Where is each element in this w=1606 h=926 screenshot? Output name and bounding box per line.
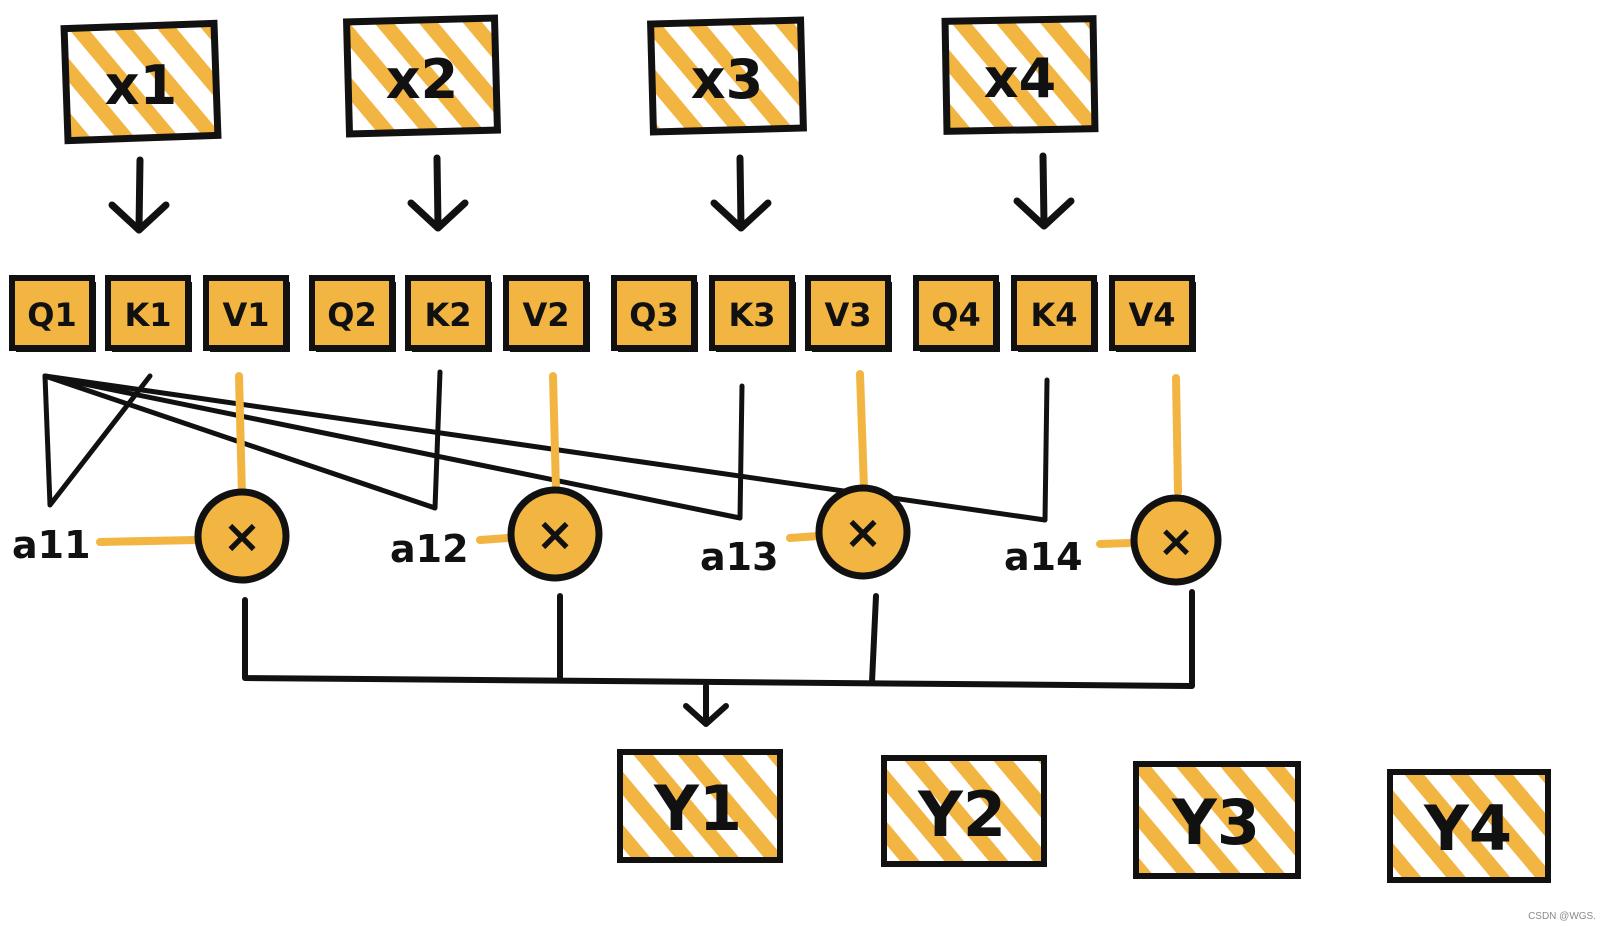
down-arrow-icon <box>108 156 170 234</box>
qkv-label: K4 <box>1030 296 1077 334</box>
attention-weight-a12: a12 <box>390 527 469 571</box>
qkv-label: V4 <box>1128 296 1175 334</box>
a14-line <box>1096 539 1134 548</box>
qkv-box-v3: V3 <box>805 275 892 352</box>
qkv-box-v1: V1 <box>203 275 290 352</box>
output-label: Y3 <box>1171 786 1260 859</box>
qkv-box-q3: Q3 <box>611 275 698 352</box>
qkv-label: K1 <box>124 296 171 334</box>
q1-k1-line <box>42 373 153 508</box>
a12-line <box>476 534 512 544</box>
sum-bracket <box>242 589 1195 689</box>
query-key-lines <box>42 369 1050 523</box>
v1-line <box>235 372 246 499</box>
q1-k3-line <box>42 373 745 521</box>
a13-line <box>786 532 822 542</box>
qkv-box-k3: K3 <box>709 275 796 352</box>
qkv-box-k4: K4 <box>1011 275 1098 352</box>
a11-line <box>96 536 200 546</box>
qkv-label: V3 <box>824 296 871 334</box>
v2-line <box>549 372 560 494</box>
attention-weight-a14: a14 <box>1004 535 1083 579</box>
input-box-x4: x4 <box>941 15 1099 135</box>
input-box-x1: x1 <box>60 19 222 145</box>
input-box-x3: x3 <box>647 16 807 136</box>
qkv-box-v4: V4 <box>1109 275 1196 352</box>
qkv-box-k1: K1 <box>105 275 192 352</box>
multiply-node-2: × <box>507 486 603 582</box>
qkv-row: Q1 K1 V1 Q2 K2 V2 Q3 K3 V3 Q4 K4 V4 <box>9 275 1196 352</box>
down-arrow-icon <box>683 683 729 727</box>
down-arrow-icon <box>1013 152 1075 230</box>
multiply-node-4: × <box>1130 494 1222 586</box>
input-label: x3 <box>691 48 763 111</box>
value-lines <box>96 370 1182 548</box>
multiply-icon: × <box>1158 516 1195 567</box>
multiply-node-1: × <box>194 488 290 584</box>
output-box-y3: Y3 <box>1133 761 1301 879</box>
output-box-y2: Y2 <box>881 755 1047 867</box>
multiply-icon: × <box>223 509 262 563</box>
attention-weight-a11: a11 <box>12 523 91 567</box>
output-label: Y4 <box>1423 792 1512 865</box>
qkv-label: Q3 <box>629 296 678 334</box>
qkv-box-q4: Q4 <box>913 275 1000 352</box>
q1-k4-line <box>42 373 1050 523</box>
qkv-box-q1: Q1 <box>9 275 96 352</box>
qkv-label: Q4 <box>931 296 980 334</box>
qkv-label: V1 <box>222 296 269 334</box>
v4-line <box>1172 374 1182 496</box>
input-label: x1 <box>105 54 177 117</box>
input-box-x2: x2 <box>342 14 502 138</box>
qkv-label: Q1 <box>27 296 76 334</box>
watermark: CSDN @WGS. <box>1528 911 1596 922</box>
qkv-label: V2 <box>522 296 569 334</box>
output-label: Y2 <box>917 778 1006 851</box>
qkv-box-v2: V2 <box>503 275 590 352</box>
multiply-node-3: × <box>815 484 911 580</box>
input-label: x4 <box>984 47 1056 110</box>
qkv-label: K3 <box>728 296 775 334</box>
q1-k2-line <box>42 369 443 511</box>
attention-weight-a13: a13 <box>700 535 779 579</box>
down-arrow-icon <box>710 154 772 232</box>
input-label: x2 <box>386 48 458 111</box>
output-label: Y1 <box>653 772 742 845</box>
multiply-icon: × <box>844 505 883 559</box>
qkv-label: K2 <box>424 296 471 334</box>
qkv-box-k2: K2 <box>405 275 492 352</box>
multiply-icon: × <box>536 507 575 561</box>
v3-line <box>856 370 868 492</box>
down-arrow-icon <box>407 154 469 232</box>
output-box-y4: Y4 <box>1387 769 1551 883</box>
qkv-box-q2: Q2 <box>309 275 396 352</box>
qkv-label: Q2 <box>327 296 376 334</box>
output-box-y1: Y1 <box>617 749 783 863</box>
